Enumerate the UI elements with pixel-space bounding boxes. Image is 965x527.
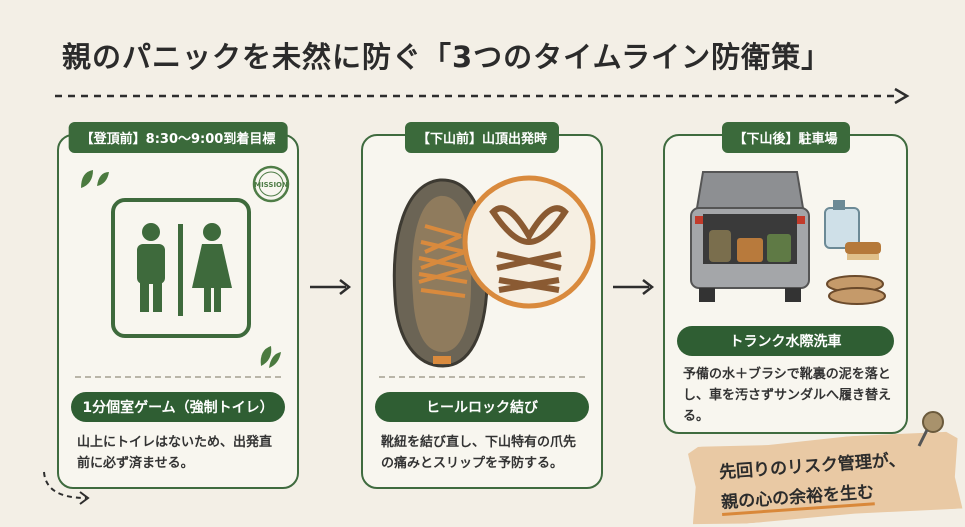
- leaf-icon: [81, 170, 109, 188]
- brush-icon: [845, 242, 881, 260]
- restroom-icon: [111, 198, 251, 338]
- dashed-curve-arrow: [43, 471, 90, 505]
- leaf-icon: [260, 346, 281, 368]
- page-title: 親のパニックを未然に防ぐ「3つのタイムライン防衛策」: [62, 40, 832, 74]
- card-after-descent: 【下山後】駐車場 トランク水際洗車 予備の水＋ブラシで靴裏の泥を落とし、車を汚さ…: [663, 122, 908, 434]
- card-before-descent: 【下山前】山頂出発時 ヒールロック結び 靴紐を結び直し、下山特有の爪先の痛みとス…: [361, 122, 603, 489]
- water-tank-icon: [824, 200, 860, 249]
- card-tag: 【下山後】駐車場: [721, 122, 850, 153]
- arrow-right-icon: [613, 279, 655, 295]
- action-label: ヒールロック結び: [375, 392, 589, 422]
- sandals-icon: [826, 275, 886, 305]
- timeline-arrow: [55, 87, 910, 105]
- car-trunk-icon: [690, 171, 810, 302]
- action-description: 予備の水＋ブラシで靴裏の泥を落とし、車を汚さずサンダルへ履き替える。: [683, 367, 892, 424]
- action-description: 靴紐を結び直し、下山特有の爪先の痛みとスリップを予防する。: [381, 435, 577, 471]
- card-tag: 【登頂前】8:30〜9:00到着目標: [68, 122, 288, 153]
- pushpin-icon: [917, 411, 944, 447]
- card-divider: [379, 376, 585, 378]
- action-label: トランク水際洗車: [677, 326, 894, 356]
- card-tag: 【下山前】山頂出発時: [404, 122, 560, 153]
- card-divider: [75, 376, 281, 378]
- arrow-right-icon: [310, 279, 352, 295]
- card-before-climb: 【登頂前】8:30〜9:00到着目標 MISSION 1分個室ゲーム（強制トイレ…: [57, 122, 299, 489]
- mission-stamp-icon: MISSION: [252, 165, 290, 203]
- heel-lock-knot-icon: [462, 175, 596, 309]
- mission-stamp-text: MISSION: [254, 181, 288, 189]
- action-description: 山上にトイレはないため、出発直前に必ず済ませる。: [77, 435, 273, 471]
- action-label: 1分個室ゲーム（強制トイレ）: [71, 392, 285, 422]
- hiking-shoe-icon: [392, 178, 489, 368]
